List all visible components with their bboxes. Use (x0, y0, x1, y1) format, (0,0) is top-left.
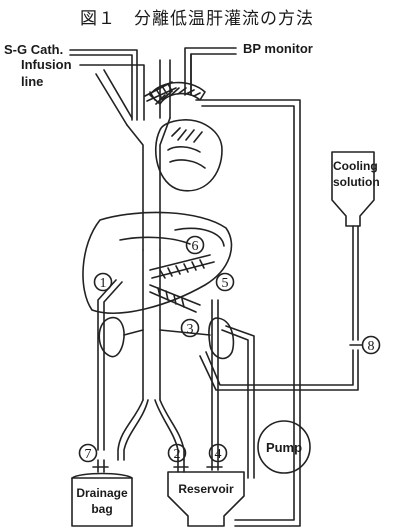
svg-text:3: 3 (187, 322, 194, 337)
svg-text:2: 2 (174, 447, 181, 462)
drainage-label: Drainage (76, 486, 128, 500)
cooling-line (200, 350, 358, 390)
svg-text:1: 1 (100, 276, 107, 291)
catheter-lines (70, 50, 144, 120)
marker-1: 1 (95, 274, 112, 292)
left-kidney (99, 318, 124, 357)
drainage-line (98, 280, 122, 450)
marker-8: 8 (363, 337, 380, 355)
cooling-label: Cooling (333, 159, 378, 173)
marker-3: 3 (182, 320, 199, 338)
svg-text:5: 5 (222, 276, 229, 291)
clamps (93, 345, 362, 467)
bag-label: bag (91, 502, 112, 516)
line-label: line (21, 74, 43, 89)
svg-text:6: 6 (192, 239, 199, 254)
marker-5: 5 (217, 274, 234, 292)
reservoir-label: Reservoir (178, 482, 234, 496)
marker-7: 7 (80, 445, 97, 463)
marker-6: 6 (187, 237, 204, 255)
svg-text:4: 4 (215, 447, 222, 462)
sg-cath-label: S-G Cath. (4, 42, 63, 57)
pump-label: Pump (266, 440, 302, 455)
solution-label: solution (333, 175, 380, 189)
vena-cava (96, 60, 170, 400)
infusion-label: Infusion (21, 57, 72, 72)
bp-monitor-label: BP monitor (243, 41, 313, 56)
svg-text:7: 7 (85, 447, 92, 462)
svg-text:8: 8 (368, 339, 375, 354)
marker-2: 2 (169, 445, 186, 463)
reservoir (168, 472, 244, 526)
